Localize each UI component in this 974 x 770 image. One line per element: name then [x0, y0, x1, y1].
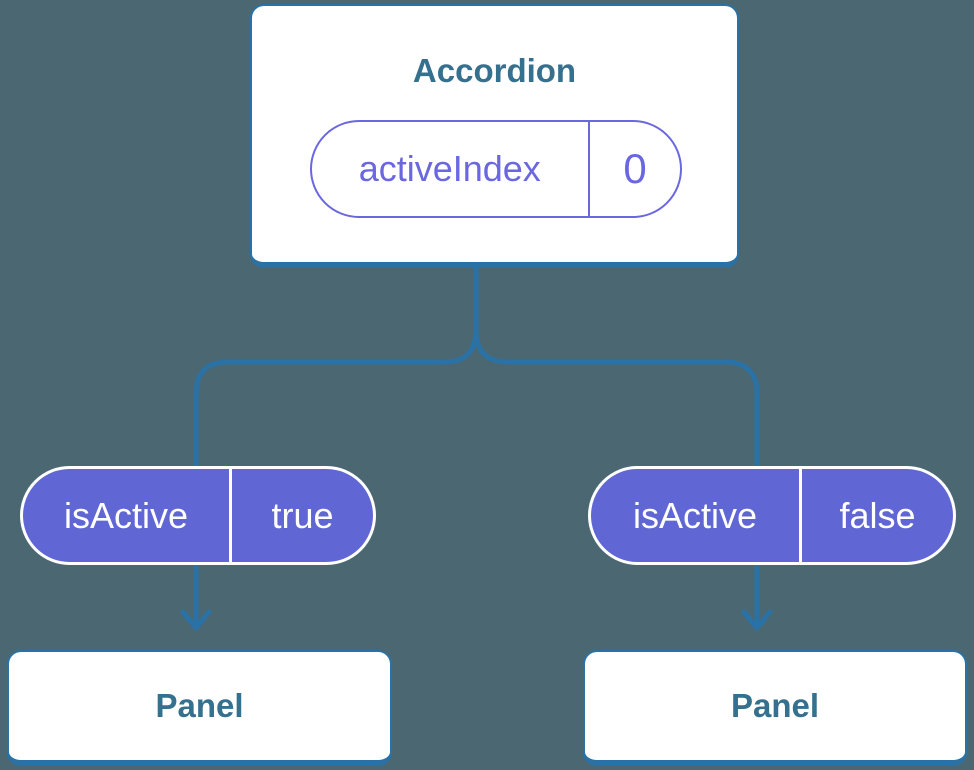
- panel-node-right: Panel: [583, 650, 967, 766]
- state-pill-divider: [587, 122, 590, 216]
- prop-pill-left-divider: [229, 469, 232, 562]
- prop-pill-right-value: false: [839, 494, 916, 536]
- arrowhead-right-icon: [741, 609, 773, 631]
- accordion-node: Accordion activeIndex 0: [250, 4, 739, 268]
- prop-pill-right-name: isActive: [632, 494, 758, 536]
- connector-branch-left: [193, 265, 479, 629]
- state-pill-value: 0: [623, 145, 647, 192]
- panel-left-title: Panel: [155, 687, 244, 724]
- prop-pill-right-divider: [799, 469, 802, 562]
- state-pill-name: activeIndex: [358, 148, 541, 189]
- state-pill: activeIndex 0: [310, 120, 682, 218]
- connector-branch-right: [473, 265, 760, 629]
- accordion-title: Accordion: [412, 52, 577, 89]
- panel-right-title: Panel: [730, 687, 820, 724]
- prop-pill-left: isActive true: [20, 466, 376, 565]
- prop-pill-right: isActive false: [588, 466, 956, 565]
- arrowhead-left-icon: [180, 609, 212, 631]
- prop-pill-left-value: true: [271, 494, 334, 536]
- prop-pill-left-name: isActive: [63, 494, 189, 536]
- panel-node-left: Panel: [7, 650, 392, 766]
